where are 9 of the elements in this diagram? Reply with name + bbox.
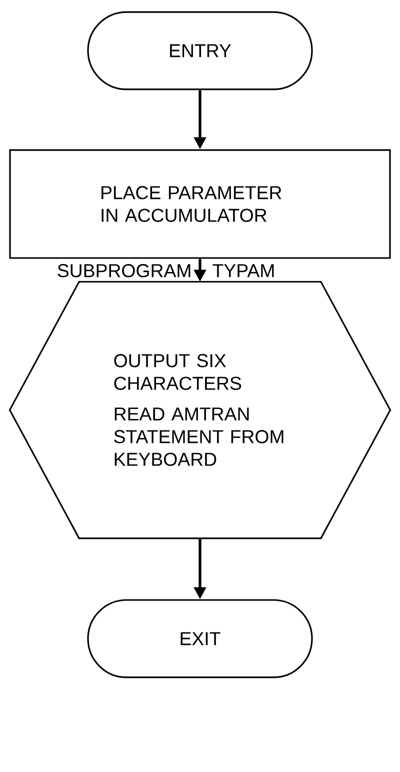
node-text: READ AMTRAN STATEMENT FROM KEYBOARD [114,408,284,466]
subprogram-label: TYPAM [212,264,274,278]
node-text: EXIT [180,632,220,646]
node-text: PLACE PARAMETER IN ACCUMULATOR [102,186,282,222]
process-box [9,149,391,259]
hexagon-box [8,280,392,540]
subprogram-label: SUBPROGRAM [58,264,190,278]
node-text: OUTPUT SIX CHARACTERS [114,354,242,390]
node-text: ENTRY [170,44,232,58]
